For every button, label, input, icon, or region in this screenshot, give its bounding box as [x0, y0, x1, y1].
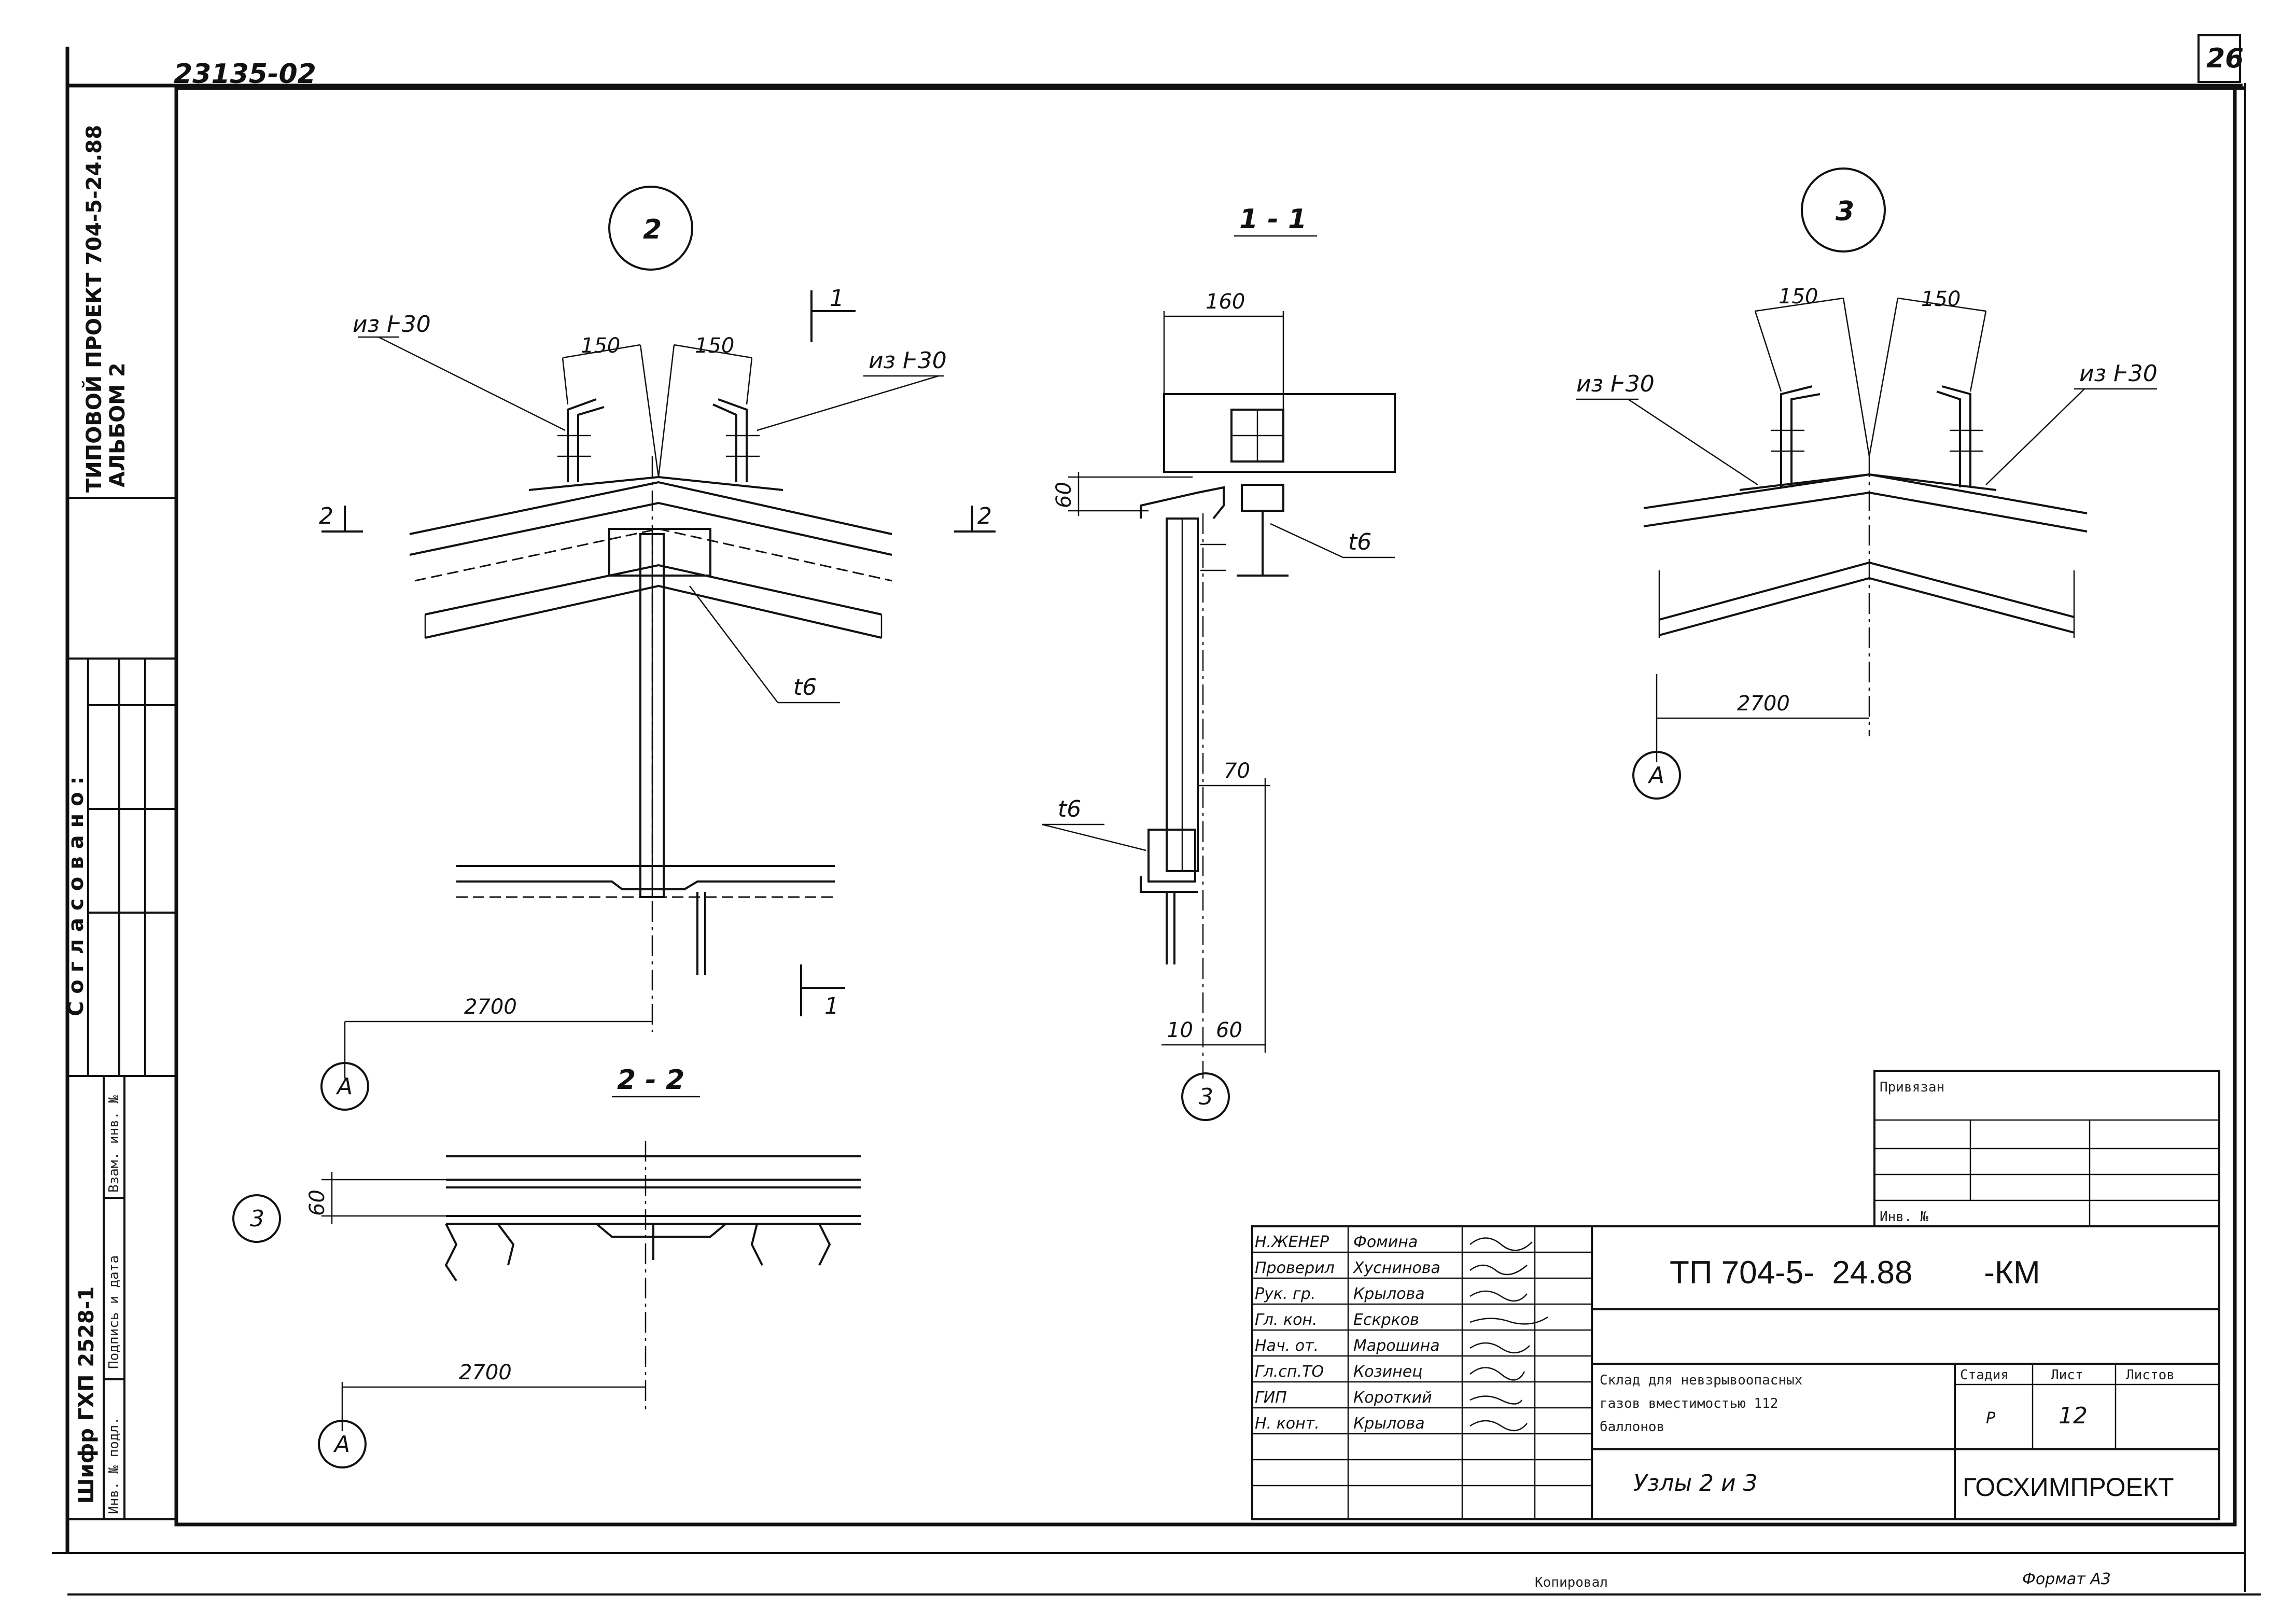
section-2-2-dim-bottom: 2700 — [459, 1361, 512, 1384]
section-1-1-dim-60: 60 — [1216, 1018, 1242, 1042]
side-sign-date: Подпись и дата — [106, 1255, 122, 1369]
tb-name-7: Короткий — [1353, 1389, 1432, 1407]
section-1-1-axis: 3 — [1199, 1084, 1213, 1110]
section-1-1-dim-height: 60 — [1052, 482, 1076, 508]
side-cipher: Шифр ГХП 2528-1 — [75, 1286, 99, 1504]
section-1-1-dim-70: 70 — [1224, 759, 1250, 783]
node-3-drawing: 3 150 150 из Ͱ30 из Ͱ30 2700 — [1576, 167, 2158, 800]
tb-object-line2: газов вместимостью 112 — [1600, 1396, 1778, 1411]
node-2-cut11-top: 1 — [830, 285, 844, 312]
sheet-number: 26 — [2206, 43, 2244, 74]
section-2-2-drawing: 2 - 2 60 3 2700 А — [232, 1065, 861, 1468]
tb-stage: Р — [1986, 1409, 1996, 1428]
node-2-marker: 2 — [643, 214, 662, 245]
side-album-label: АЛЬБОМ 2 — [106, 362, 130, 487]
tb-role-4: Гл. кон. — [1255, 1311, 1318, 1329]
tb-name-1: Фомина — [1353, 1233, 1418, 1251]
section-2-2-dim-60: 60 — [305, 1190, 329, 1216]
side-inv-replace: Взам. инв. № — [106, 1095, 122, 1193]
section-2-2-axis-left: 3 — [250, 1206, 264, 1232]
tb-organization: ГОСХИМПРОЕКТ — [1963, 1473, 2174, 1502]
tb-name-4: Ескрков — [1353, 1311, 1419, 1329]
tb-object-line1: Склад для невзрывоопасных — [1600, 1373, 1802, 1388]
node-3-right-note: из Ͱ30 — [2079, 360, 2158, 387]
node-3-dim-bottom: 2700 — [1737, 692, 1790, 716]
sheet-frame — [52, 34, 2261, 1596]
section-1-1-plate-left: t6 — [1058, 796, 1081, 822]
side-inv-orig: Инв. № подл. — [106, 1417, 122, 1514]
title-block: Привязан Инв. № Н.ЖЕНЕР Фомина Проверил … — [1251, 1070, 2220, 1520]
node-2-plate-note: t6 — [793, 674, 817, 701]
node-2-axis: А — [335, 1073, 353, 1100]
binding-label: Привязан — [1880, 1080, 1944, 1095]
node-2-dim-bottom: 2700 — [464, 995, 517, 1019]
tb-object-line3: баллонов — [1600, 1419, 1664, 1435]
tb-name-3: Крылова — [1353, 1285, 1425, 1303]
tb-name-8: Крылова — [1353, 1415, 1425, 1433]
tb-sheet-title: Узлы 2 и 3 — [1633, 1470, 1758, 1496]
node-3-axis: А — [1647, 762, 1664, 789]
node-2-cut22-left: 2 — [319, 503, 333, 529]
node-3-dim-right: 150 — [1921, 287, 1961, 311]
node-3-dim-left: 150 — [1779, 285, 1818, 309]
section-1-1-dim-10: 10 — [1167, 1018, 1193, 1042]
tb-stage-header: Стадия — [1960, 1367, 2009, 1383]
tb-sheet-no: 12 — [2059, 1403, 2088, 1429]
section-1-1-drawing: 1 - 1 160 60 t6 — [1042, 204, 1396, 1121]
node-2-dim-left: 150 — [581, 334, 620, 358]
tb-name-2: Хуснинова — [1352, 1259, 1440, 1277]
copied-label: Копировал — [1535, 1575, 1608, 1590]
node-2-cut11-bottom: 1 — [824, 993, 839, 1019]
node-2-left-note: из Ͱ30 — [353, 311, 431, 338]
node-2-dim-right: 150 — [695, 334, 734, 358]
format-label: Формат А3 — [2022, 1570, 2111, 1588]
tb-name-5: Марошина — [1353, 1337, 1440, 1355]
tb-role-3: Рук. гр. — [1255, 1285, 1315, 1303]
tb-role-6: Гл.сп.ТО — [1255, 1363, 1324, 1381]
tb-name-6: Козинец — [1353, 1363, 1423, 1381]
tb-role-1: Н.ЖЕНЕР — [1255, 1233, 1329, 1251]
signature-marks — [1469, 1237, 1548, 1431]
section-2-2-axis: А — [333, 1431, 350, 1458]
node-3-marker: 3 — [1836, 196, 1854, 227]
side-agreed-label: Согласовано: — [64, 769, 88, 1016]
tb-role-8: Н. конт. — [1255, 1415, 1320, 1433]
archive-code: 23135-02 — [174, 59, 316, 90]
tb-sheet-header: Лист — [2051, 1367, 2083, 1383]
side-strip: ТИПОВОЙ ПРОЕКТ 704-5-24.88 АЛЬБОМ 2 Согл… — [64, 125, 176, 1520]
tb-designation: ТП 704-5- 24.88 -КМ — [1670, 1255, 2040, 1291]
tb-sheets-header: Листов — [2126, 1367, 2175, 1383]
node-2-drawing: 2 150 150 — [319, 186, 996, 1111]
section-1-1-dim-top: 160 — [1206, 290, 1245, 314]
node-2-right-note: из Ͱ30 — [869, 347, 947, 374]
node-3-left-note: из Ͱ30 — [1576, 371, 1655, 397]
section-2-2-title: 2 - 2 — [617, 1065, 684, 1096]
side-project-label: ТИПОВОЙ ПРОЕКТ 704-5-24.88 — [81, 125, 106, 493]
tb-role-5: Нач. от. — [1255, 1337, 1319, 1355]
node-2-cut22-right: 2 — [977, 503, 992, 529]
tb-role-2: Проверил — [1255, 1259, 1335, 1277]
section-1-1-title: 1 - 1 — [1239, 204, 1307, 235]
inv-label: Инв. № — [1880, 1209, 1928, 1225]
tb-role-7: ГИП — [1255, 1389, 1287, 1407]
section-1-1-plate-right: t6 — [1348, 529, 1371, 555]
